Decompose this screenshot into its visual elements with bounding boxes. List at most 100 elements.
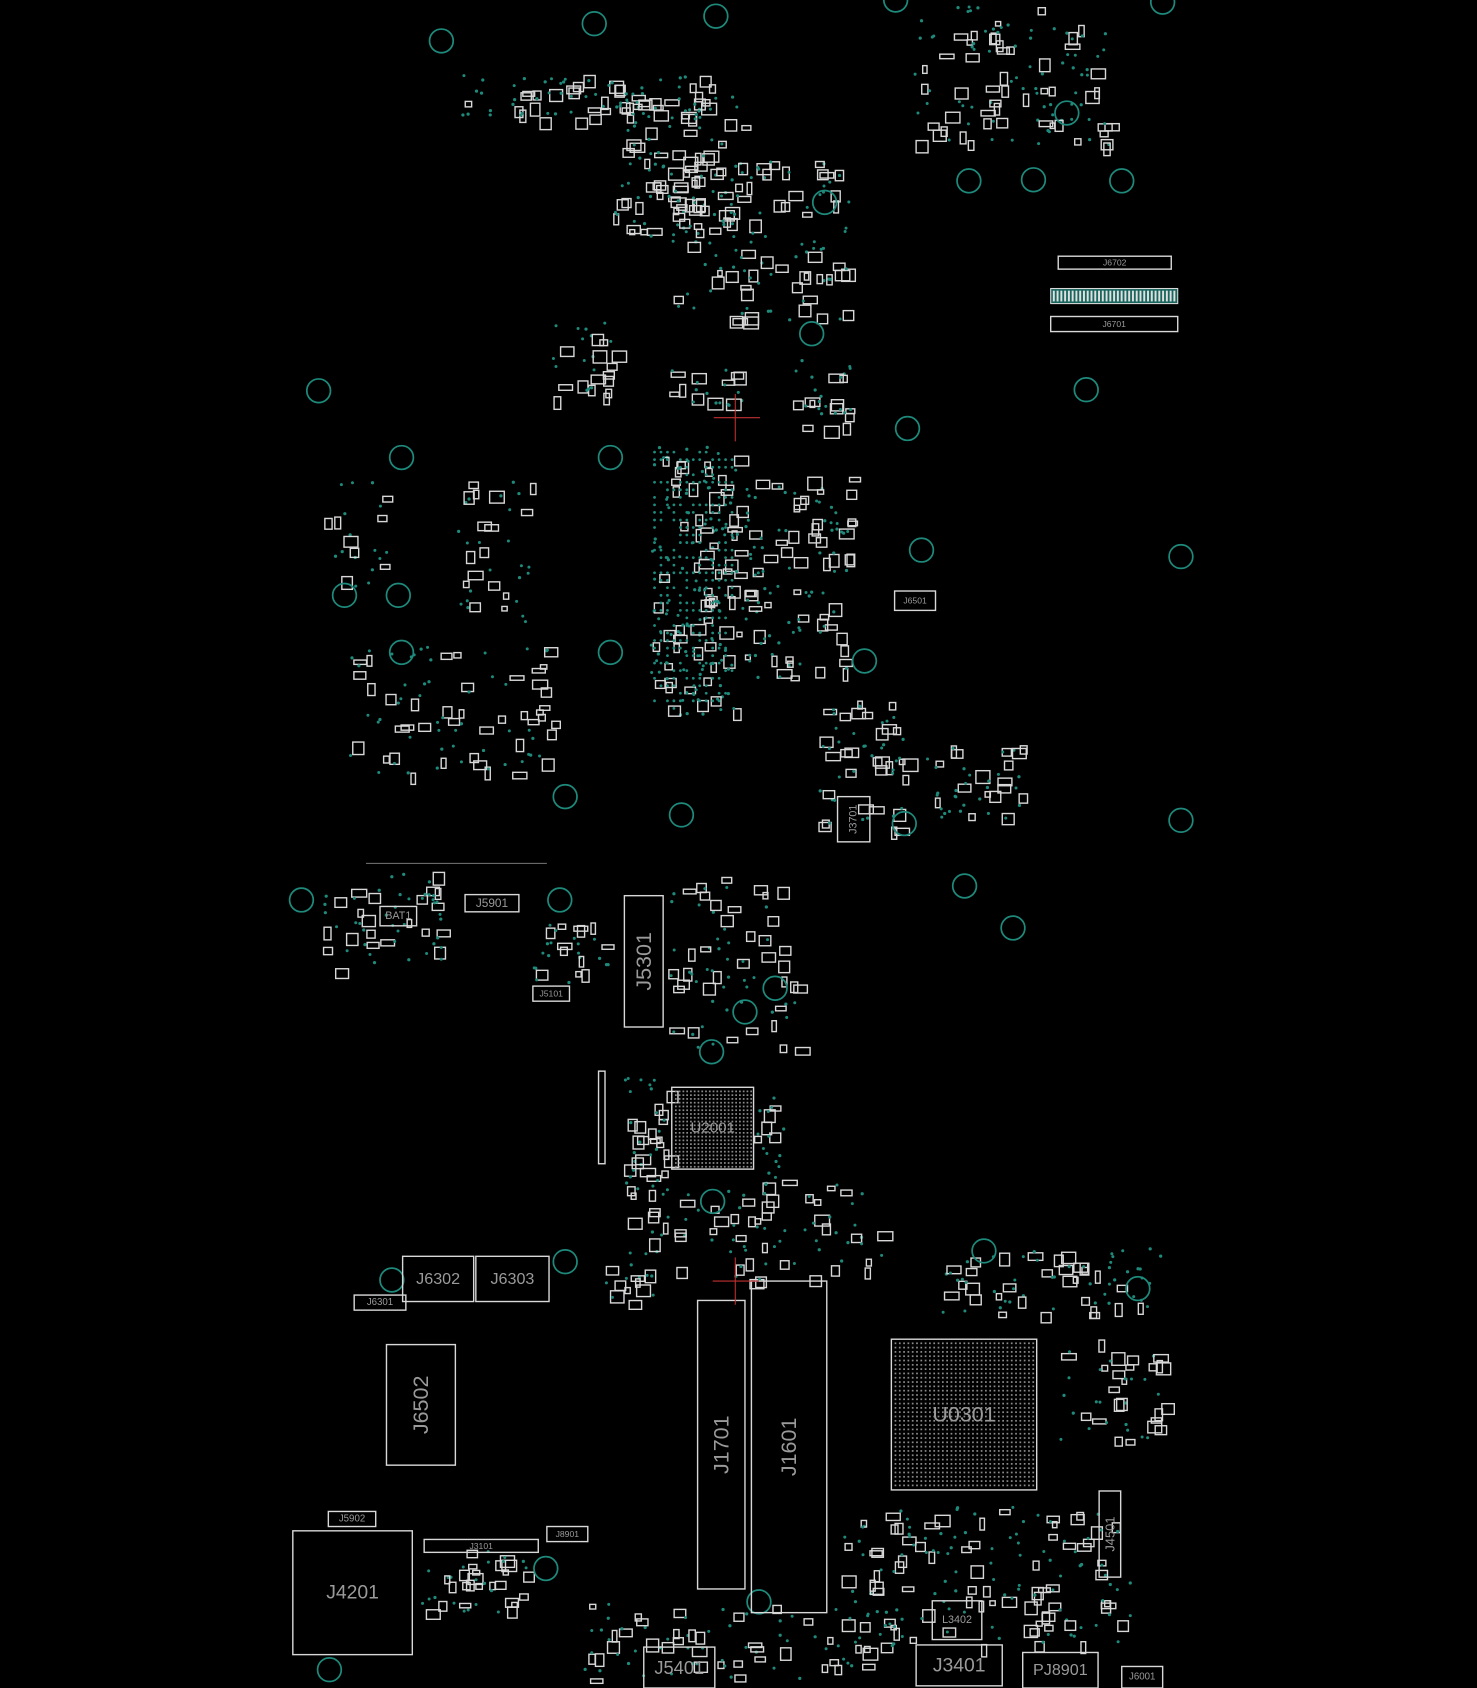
mounting-hole (746, 1589, 772, 1615)
mounting-hole (799, 321, 825, 347)
component-j5901[interactable]: J5901 (464, 893, 520, 913)
component-j1601[interactable]: J1601 (750, 1280, 828, 1614)
component-j6701[interactable]: J6701 (1049, 287, 1179, 333)
mounting-hole (891, 810, 917, 837)
component-j5902[interactable]: J5902 (327, 1510, 377, 1528)
mounting-hole (1109, 168, 1135, 194)
mounting-hole (698, 1039, 725, 1065)
component-label: J5401 (654, 1657, 704, 1678)
component-label: J5901 (476, 896, 508, 910)
component-label: J6701 (1102, 319, 1126, 329)
mounting-hole (851, 648, 878, 674)
mounting-hole (547, 887, 573, 913)
component-label: PJ8901 (1033, 1661, 1088, 1679)
component-j6702[interactable]: J6702 (1057, 255, 1172, 270)
component-j4501[interactable]: J4501 (1098, 1490, 1122, 1578)
mounting-hole (288, 887, 315, 913)
component-label: J6301 (367, 1297, 393, 1308)
component-label: J3101 (469, 1541, 493, 1551)
component-label: U2001 (690, 1120, 734, 1137)
component-label: J6502 (409, 1376, 433, 1435)
component-label: J6001 (1129, 1672, 1155, 1683)
component-label: L3402 (942, 1614, 972, 1626)
component-label: U0301 (932, 1403, 995, 1427)
component-j8901[interactable]: J8901 (546, 1525, 589, 1543)
mounting-hole (597, 639, 624, 666)
mounting-hole (1073, 377, 1099, 403)
mounting-hole (581, 10, 607, 37)
mounting-hole (533, 1555, 559, 1582)
mounting-hole (762, 975, 788, 1001)
bga-ball-grid (674, 1090, 753, 1168)
component-j6303[interactable]: J6303 (475, 1255, 550, 1303)
component-label: J6501 (903, 596, 927, 606)
component-label: J5101 (539, 989, 563, 999)
mounting-hole (956, 168, 982, 194)
component-j6001[interactable]: J6001 (1121, 1665, 1164, 1688)
mounting-hole (1020, 167, 1047, 193)
mounting-hole (908, 537, 935, 563)
mounting-hole (894, 415, 921, 442)
mounting-hole (379, 1267, 405, 1293)
mounting-hole (882, 0, 909, 13)
mounting-hole (316, 1656, 343, 1683)
mounting-hole (305, 378, 332, 404)
mounting-hole (1168, 807, 1194, 834)
component-label: J3701 (848, 805, 860, 834)
mounting-holes-layer (288, 0, 1194, 1683)
component-label: J6303 (490, 1270, 534, 1288)
mounting-hole (388, 444, 415, 471)
mounting-hole (1125, 1275, 1151, 1302)
component-j3401[interactable]: J3401 (915, 1644, 1003, 1687)
mounting-hole (811, 189, 838, 216)
mounting-hole (428, 28, 455, 54)
component-label: J1701 (709, 1415, 733, 1474)
component-label: J4201 (326, 1582, 379, 1604)
component-label: J8901 (556, 1529, 580, 1539)
mounting-hole (732, 999, 758, 1025)
component-bat1[interactable]: BAT1 (379, 905, 418, 927)
mounting-hole (971, 1238, 997, 1264)
component-label: J4501 (1102, 1516, 1117, 1551)
component-j3101[interactable]: J3101 (423, 1538, 539, 1554)
component-j3701[interactable]: J3701 (836, 795, 871, 843)
component-label: J6702 (1103, 258, 1127, 268)
component-label: J5301 (632, 932, 656, 991)
component-pj8901[interactable]: PJ8901 (1022, 1651, 1099, 1688)
mounting-hole (385, 582, 412, 609)
mounting-hole (1149, 0, 1176, 15)
mounting-hole (1000, 915, 1026, 941)
component-j5301[interactable]: J5301 (623, 894, 664, 1028)
component-label: J5902 (339, 1513, 365, 1524)
component-l3402[interactable]: L3402 (931, 1600, 983, 1641)
component-u0301[interactable]: U0301 (890, 1338, 1038, 1491)
component-label: J6302 (416, 1270, 460, 1288)
component-j5101[interactable]: J5101 (532, 985, 571, 1002)
bga-ball-grid (894, 1342, 1035, 1487)
component-j6501[interactable]: J6501 (893, 590, 937, 612)
small-components-layer (322, 5, 1175, 1685)
mounting-hole (668, 802, 695, 828)
component-j6301[interactable]: J6301 (353, 1294, 407, 1311)
mounting-hole (951, 873, 978, 899)
component-u2001[interactable]: U2001 (671, 1086, 755, 1170)
mounting-hole (331, 582, 358, 609)
mounting-hole (552, 783, 578, 810)
mounting-hole (552, 1248, 578, 1275)
component-j6502[interactable]: J6502 (385, 1343, 457, 1466)
component-label: J1601 (777, 1418, 801, 1477)
component-j5401[interactable]: J5401 (643, 1646, 716, 1688)
component-label: BAT1 (385, 910, 411, 922)
connector-pin-strip (1050, 287, 1179, 305)
component-label: J3401 (933, 1654, 986, 1676)
component-j4201[interactable]: J4201 (292, 1530, 414, 1656)
mounting-hole (1054, 100, 1080, 126)
mounting-hole (699, 1188, 726, 1215)
mounting-hole (1168, 543, 1194, 570)
mounting-hole (388, 639, 415, 666)
component-j1701[interactable]: J1701 (696, 1299, 746, 1590)
component-j6302[interactable]: J6302 (401, 1255, 475, 1303)
mounting-hole (703, 3, 729, 29)
